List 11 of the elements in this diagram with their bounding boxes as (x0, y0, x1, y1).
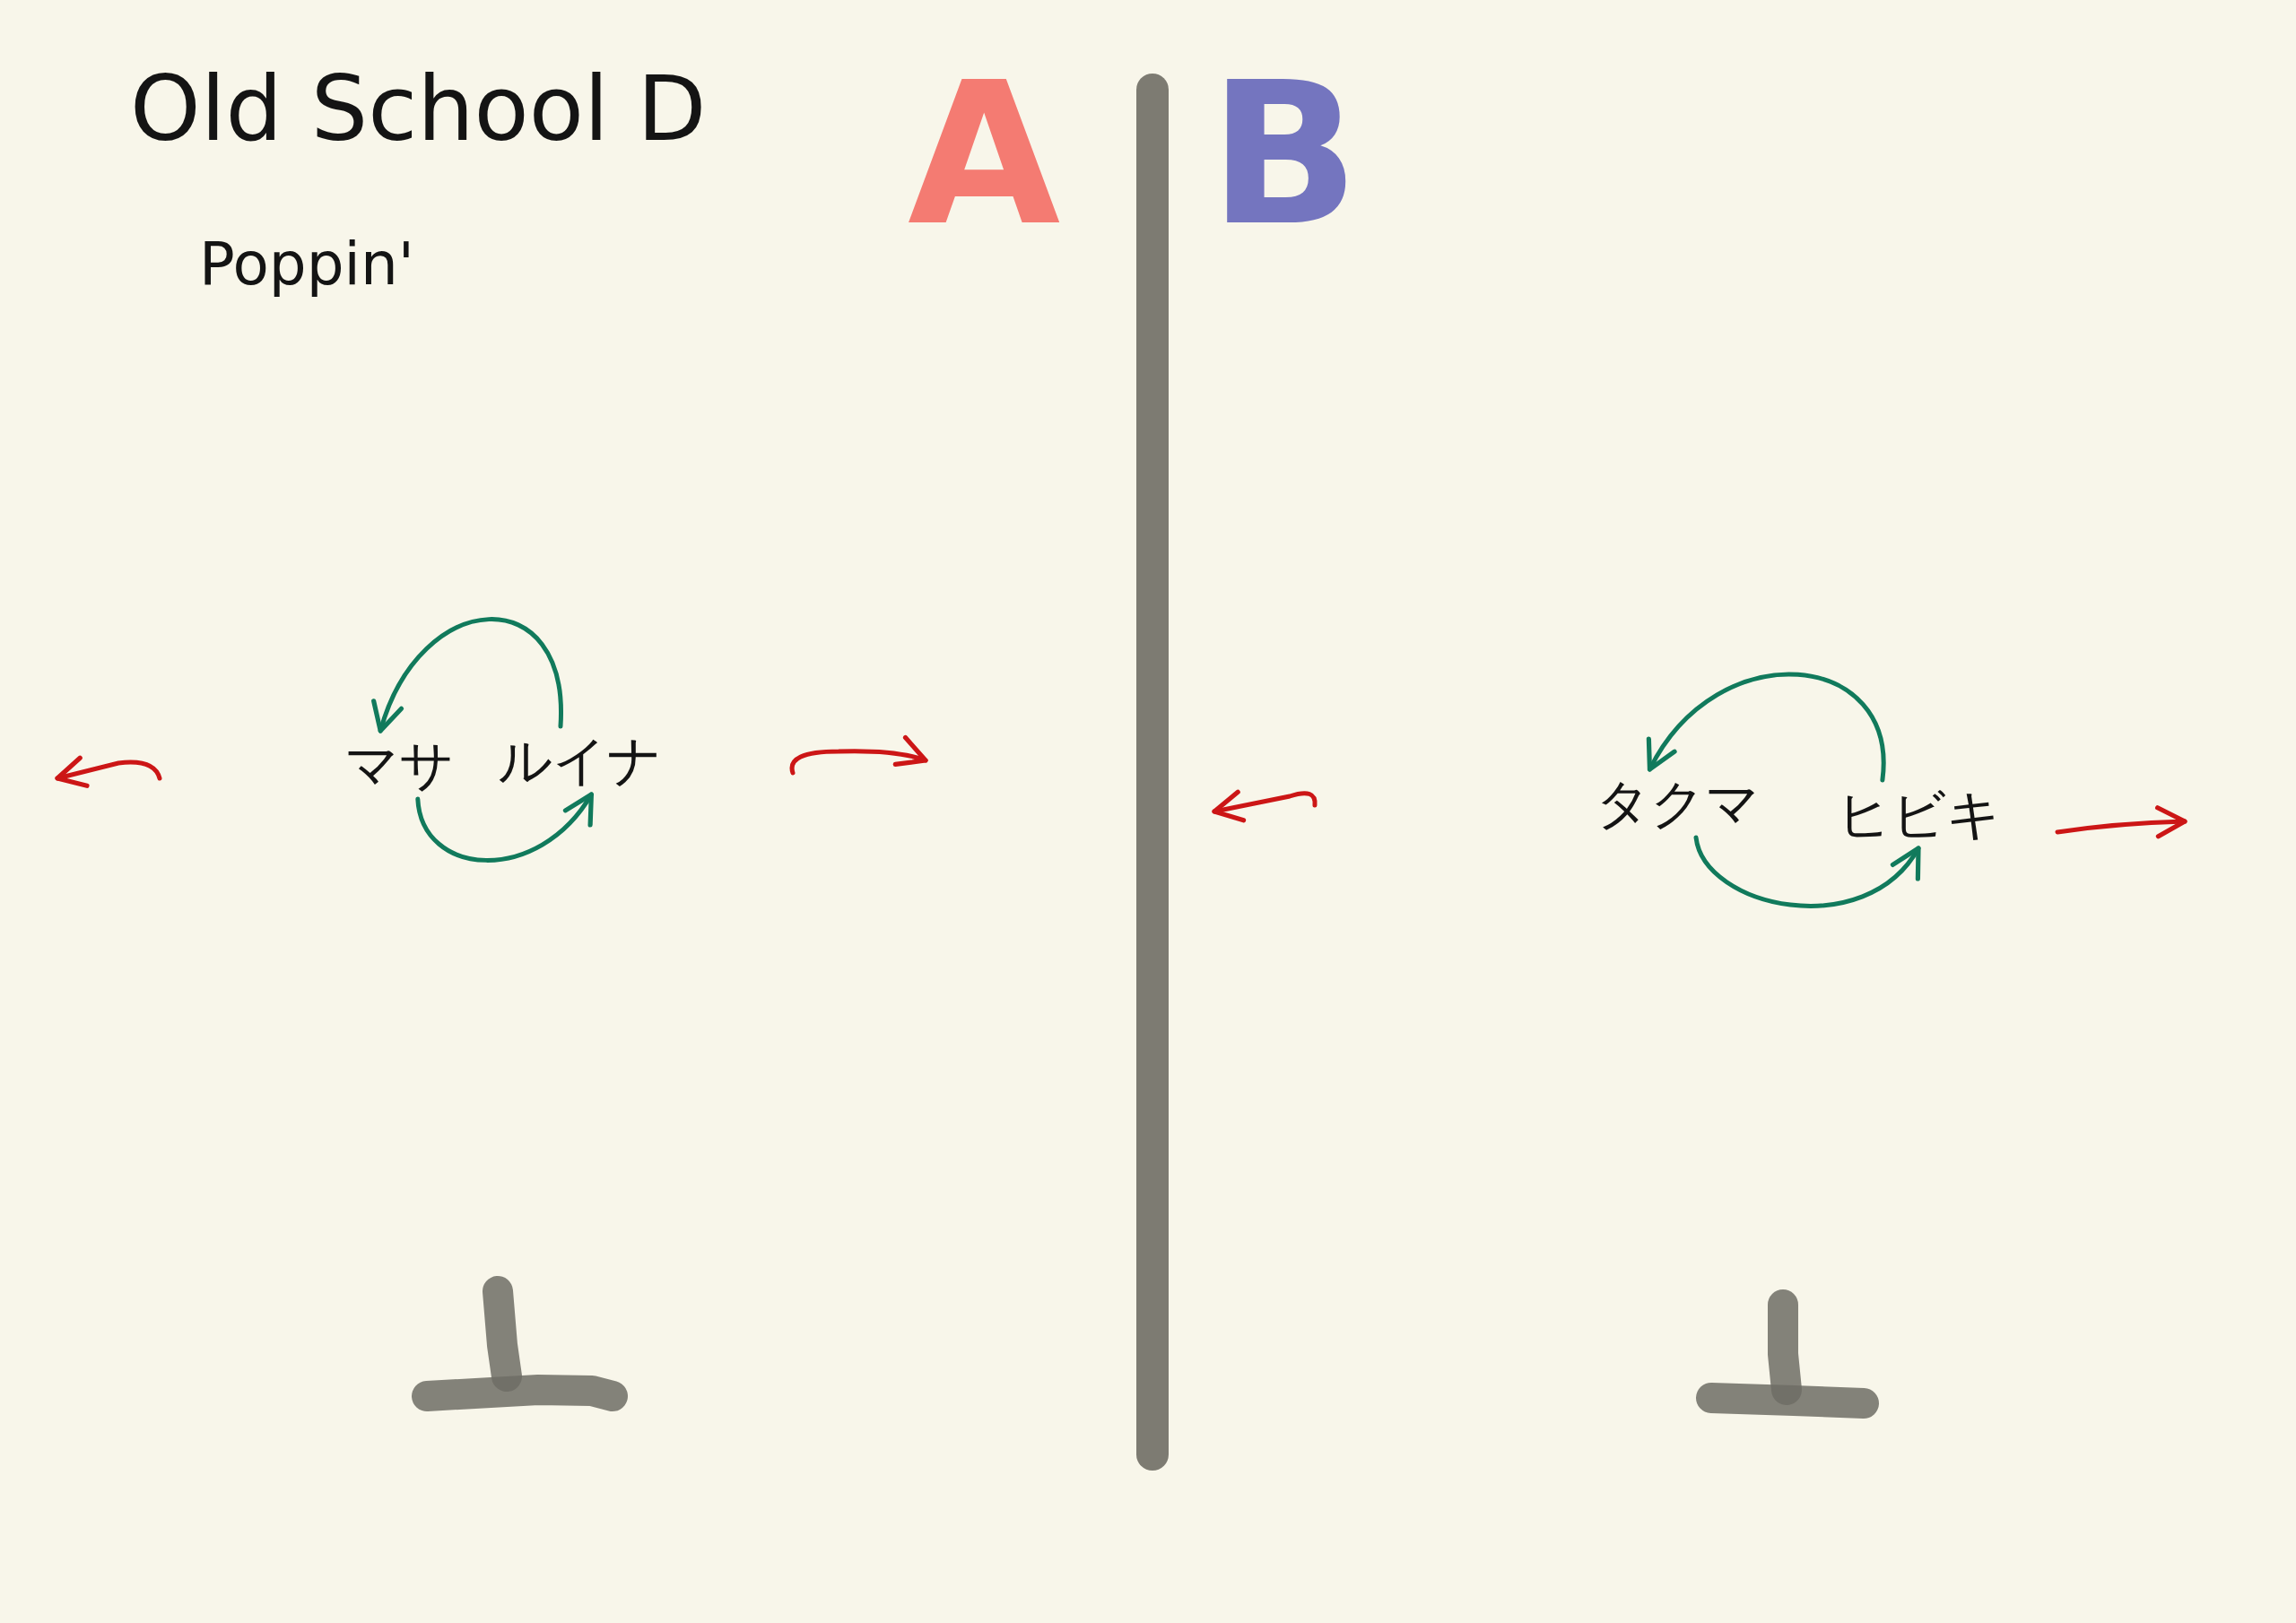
name-label: ルイナ (493, 726, 665, 794)
team-letter: B (1209, 56, 1360, 253)
arrow (373, 617, 563, 733)
name-label: マサ (341, 731, 457, 799)
name-label: ヒビキ (1832, 780, 2005, 848)
team-letter: A (908, 56, 1061, 253)
title-text: Old School D (130, 65, 707, 154)
arrow (415, 792, 594, 863)
name-label: タクマ (1591, 769, 1763, 838)
arrow (1647, 672, 1885, 783)
arrow (1693, 835, 1921, 908)
